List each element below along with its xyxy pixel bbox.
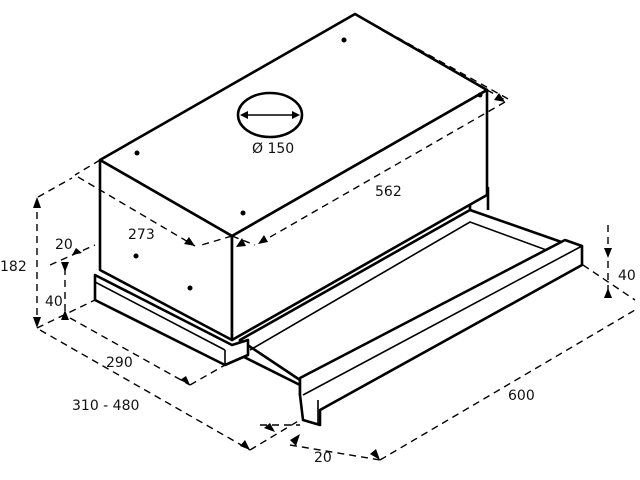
base-depth-label: 290 <box>106 355 133 371</box>
base-height-label: 40 <box>45 294 63 310</box>
screw-holes <box>133 37 483 291</box>
dimension-lines <box>33 13 636 461</box>
handle-height-label: 40 <box>618 268 636 284</box>
depth-label: 273 <box>128 227 155 243</box>
hood-body <box>98 12 489 342</box>
handle-depth-label: 20 <box>314 450 332 466</box>
duct-diameter-label: Ø 150 <box>252 141 295 157</box>
width-label: 600 <box>508 388 535 404</box>
extended-depth-label: 310 - 480 <box>72 398 140 414</box>
height-label: 182 <box>0 259 27 275</box>
duct-outlet <box>236 91 304 139</box>
length-label: 562 <box>375 184 402 200</box>
front-offset-label: 20 <box>55 237 73 253</box>
telescopic-tray <box>238 186 584 427</box>
